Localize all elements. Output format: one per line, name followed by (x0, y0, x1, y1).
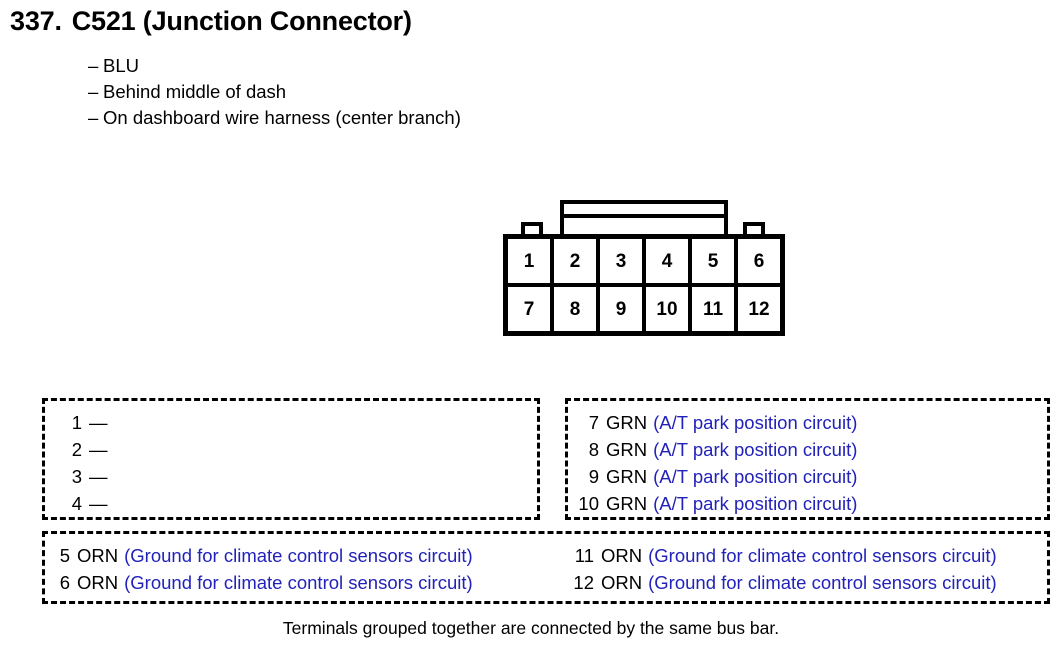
connector-description-list: –BLU–Behind middle of dash–On dashboard … (88, 53, 461, 131)
pin-number: 12 (573, 572, 594, 593)
pin-circuit-name: (Ground for climate control sensors circ… (648, 572, 997, 593)
pin-number: 6 (59, 572, 70, 593)
pin-entry: 9 GRN(A/T park position circuit) (577, 463, 858, 490)
pin-entry: 3— (60, 463, 114, 490)
pin-entry: 11 ORN(Ground for climate control sensors… (572, 542, 997, 569)
description-item: –On dashboard wire harness (center branc… (88, 105, 461, 131)
pin-circuit-name: (A/T park position circuit) (653, 493, 858, 514)
pin-number: 4 (71, 493, 82, 514)
pin-wire-color: — (89, 412, 108, 433)
pin-circuit-name: (Ground for climate control sensors circ… (124, 545, 473, 566)
pin-wire-color: — (89, 493, 108, 514)
description-item-label: On dashboard wire harness (center branch… (103, 107, 461, 128)
pin-wire-color: ORN (77, 545, 119, 566)
dash-icon: – (88, 55, 99, 76)
pin-group-box-1-4 (42, 398, 540, 520)
bus-bar-note: Terminals grouped together are connected… (282, 618, 780, 638)
connector-pin-cell-7: 7 (523, 298, 535, 320)
page-title-number: 337. (10, 6, 62, 36)
pin-wire-color: GRN (606, 466, 648, 487)
pin-entry: 12 ORN(Ground for climate control sensors… (572, 569, 997, 596)
connector-shroud (560, 200, 728, 236)
pin-number: 2 (71, 439, 82, 460)
dash-icon: – (88, 81, 99, 102)
page-title: 337. C521 (Junction Connector) (10, 6, 412, 37)
pin-group-box-7-10 (565, 398, 1050, 520)
connector-pin-cell-5: 5 (688, 239, 734, 283)
description-item: –Behind middle of dash (88, 79, 461, 105)
pin-list-1-4: 1—2—3—4— (60, 409, 114, 517)
connector-pin-cell-4: 4 (642, 239, 688, 283)
pin-entry: 7 GRN(A/T park position circuit) (577, 409, 858, 436)
pin-number: 10 (578, 493, 599, 514)
connector-pin-cell-10: 10 (642, 287, 688, 331)
pin-entry: 1— (60, 409, 114, 436)
pin-wire-color: — (89, 466, 108, 487)
connector-pin-cell-6: 6 (734, 239, 780, 283)
connector-pin-cell-8: 8 (550, 287, 596, 331)
dash-icon: – (88, 107, 99, 128)
pin-entry: 10 GRN(A/T park position circuit) (577, 490, 857, 517)
pin-circuit-name: (Ground for climate control sensors circ… (648, 545, 997, 566)
page-title-text: C521 (Junction Connector) (71, 6, 412, 36)
pin-wire-color: — (89, 439, 108, 460)
connector-shroud-divider (564, 214, 724, 218)
pin-wire-color: ORN (601, 572, 643, 593)
connector-pin-cell-2: 2 (550, 239, 596, 283)
pin-circuit-name: (A/T park position circuit) (653, 466, 858, 487)
pin-wire-color: ORN (601, 545, 643, 566)
pin-number: 1 (71, 412, 82, 433)
pin-number: 9 (588, 466, 599, 487)
connector-pin-cell-12: 12 (734, 287, 780, 331)
pin-wire-color: GRN (606, 493, 648, 514)
pin-wire-color: GRN (606, 439, 648, 460)
pin-entry: 5 ORN(Ground for climate control sensors … (48, 542, 473, 569)
pin-wire-color: GRN (606, 412, 648, 433)
description-item: –BLU (88, 53, 461, 79)
connector-pin-cell-9: 9 (596, 287, 642, 331)
pin-number: 7 (588, 412, 599, 433)
description-item-label: Behind middle of dash (103, 81, 287, 102)
connector-pin-cell-1: 1 (523, 250, 535, 272)
connector-pin-cell-11: 11 (688, 287, 734, 331)
pin-circuit-name: (A/T park position circuit) (653, 412, 858, 433)
pin-number: 5 (59, 545, 70, 566)
pin-entry: 6 ORN(Ground for climate control sensors … (48, 569, 473, 596)
pin-entry: 2— (60, 436, 114, 463)
pin-entry: 8 GRN(A/T park position circuit) (577, 436, 858, 463)
pin-number: 11 (574, 545, 594, 566)
pin-circuit-name: (A/T park position circuit) (653, 439, 858, 460)
pin-circuit-name: (Ground for climate control sensors circ… (124, 572, 473, 593)
pin-wire-color: ORN (77, 572, 119, 593)
description-item-label: BLU (103, 55, 139, 76)
pin-number: 8 (588, 439, 599, 460)
pin-group-box-5-6-11-12 (42, 531, 1050, 604)
pin-number: 3 (71, 466, 82, 487)
connector-pin-cell-3: 3 (596, 239, 642, 283)
pin-entry: 4— (60, 490, 114, 517)
